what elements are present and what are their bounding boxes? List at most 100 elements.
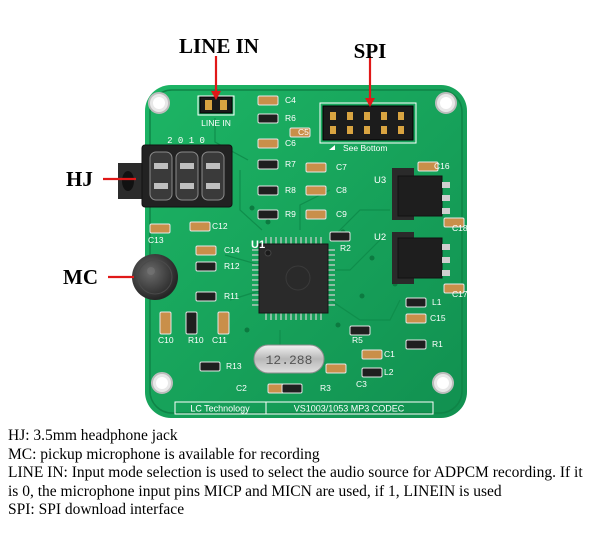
microphone (132, 254, 178, 300)
component-body (199, 361, 221, 372)
component-body (405, 339, 427, 350)
component-designator: R5 (352, 335, 363, 345)
pcb-figure: LINE IN See Bottom 2 0 1 0 (63, 34, 468, 418)
component-designator: C5 (298, 127, 309, 137)
component-body (325, 363, 347, 374)
component-body (257, 159, 279, 170)
component-c14: C14 (195, 245, 240, 256)
component-designator: C18 (452, 223, 468, 233)
line-in-silk-label: LINE IN (201, 118, 231, 128)
component-body (361, 367, 383, 378)
line-in-arrow-icon (211, 91, 221, 100)
callout-lines (103, 56, 375, 279)
component-body (349, 325, 371, 336)
caption-spi: SPI: SPI download interface (8, 501, 185, 519)
component-designator: C8 (336, 185, 347, 195)
regulator-u2: U2 (374, 232, 450, 284)
component-designator: C1 (384, 349, 395, 359)
component-body (195, 245, 217, 256)
component-designator: L2 (384, 367, 394, 377)
component-c1: C1 (361, 349, 395, 360)
component-designator: R9 (285, 209, 296, 219)
caption-hj: HJ: 3.5mm headphone jack (8, 427, 178, 444)
spi-callout-label: SPI (354, 39, 387, 63)
component-c15: C15 (405, 313, 446, 324)
component-designator: C3 (356, 379, 367, 389)
u2-designator: U2 (374, 232, 386, 243)
mounting-hole-br (432, 372, 454, 394)
component-r3: R3 (281, 383, 331, 394)
component-l1: L1 (405, 297, 442, 308)
component-designator: C13 (148, 235, 164, 245)
component-c11: C11 (212, 311, 230, 345)
component-body (417, 161, 439, 172)
pin1-marker-icon (329, 145, 335, 150)
hj-callout-label: HJ (66, 167, 93, 191)
component-c4: C4 (257, 95, 296, 106)
component-designator: C17 (452, 289, 468, 299)
mic-capsule (132, 254, 178, 300)
footer-product-label: VS1003/1053 MP3 CODEC (294, 404, 405, 414)
component-c6: C6 (257, 138, 296, 149)
component-c17: C17 (443, 283, 468, 299)
component-body (195, 261, 217, 272)
component-body (405, 297, 427, 308)
mounting-hole-bl (151, 372, 173, 394)
component-body (305, 185, 327, 196)
component-designator: C7 (336, 162, 347, 172)
u3-designator: U3 (374, 175, 386, 186)
component-l2: L2 (361, 367, 394, 378)
component-r11: R11 (195, 291, 239, 302)
component-c12: C12 (189, 221, 228, 232)
component-designator: C9 (336, 209, 347, 219)
spi-pin-block (322, 105, 414, 141)
component-body (149, 223, 171, 234)
component-body (443, 283, 465, 294)
component-designator: C16 (434, 161, 450, 171)
component-body (443, 217, 465, 228)
jack-silk-label: 2 0 1 0 (167, 136, 205, 146)
component-body (189, 221, 211, 232)
component-designator: C10 (158, 335, 174, 345)
caption: HJ: 3.5mm headphone jack MC: pickup micr… (8, 427, 596, 520)
board-footer: LC Technology VS1003/1053 MP3 CODEC (174, 401, 434, 415)
component-c18: C18 (443, 217, 468, 233)
component-designator: C6 (285, 138, 296, 148)
see-bottom-label: See Bottom (343, 143, 387, 153)
component-designator: R1 (432, 339, 443, 349)
spi-arrow-icon (365, 98, 375, 107)
component-body (305, 162, 327, 173)
component-r9: R9 (257, 209, 296, 220)
component-c9: C9 (305, 209, 347, 220)
component-body (257, 138, 279, 149)
component-r8: R8 (257, 185, 296, 196)
footer-maker-label: LC Technology (190, 404, 250, 414)
component-designator: C15 (430, 313, 446, 323)
component-r6: R6 (257, 113, 296, 124)
component-designator: R13 (226, 361, 242, 371)
component-body (281, 383, 303, 394)
component-designator: C11 (212, 335, 227, 345)
component-designator: R8 (285, 185, 296, 195)
mc-callout-label: MC (63, 265, 98, 289)
mounting-hole-tl (148, 92, 170, 114)
vs1003-chip: U1 (251, 237, 335, 320)
component-designator: R7 (285, 159, 296, 169)
component-r1: R1 (405, 339, 443, 350)
component-c7: C7 (305, 162, 347, 173)
line-in-pin (205, 100, 212, 110)
regulator-u3: U3 (374, 168, 450, 220)
component-designator: R11 (224, 291, 239, 301)
crystal-can (253, 344, 325, 374)
component-designator: R3 (320, 383, 331, 393)
mounting-hole-tr (435, 92, 457, 114)
component-body (289, 127, 311, 138)
component-r10: R10 (185, 311, 204, 345)
component-c8: C8 (305, 185, 347, 196)
component-r13: R13 (199, 361, 242, 372)
spi-header: See Bottom (319, 102, 417, 153)
crystal-oscillator: 12.288 (253, 344, 325, 374)
chip-designator: U1 (251, 239, 265, 251)
component-body (217, 311, 230, 335)
component-designator: C12 (212, 221, 228, 231)
